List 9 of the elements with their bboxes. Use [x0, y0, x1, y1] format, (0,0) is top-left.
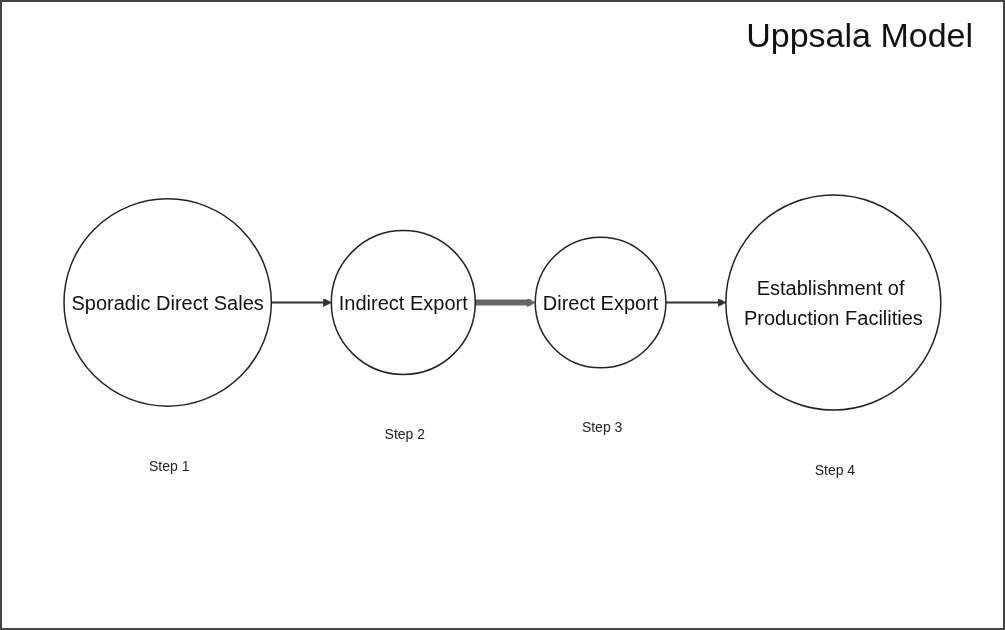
node-circle: Direct Export [534, 235, 667, 369]
node-circle: Sporadic Direct Sales [62, 197, 272, 407]
step-label: Step 4 [814, 461, 856, 478]
step-label: Step 1 [149, 457, 190, 474]
step-label: Step 3 [581, 419, 623, 436]
diagram-title: Uppsala Model [746, 16, 973, 55]
node-circle: Indirect Export [330, 229, 476, 375]
node-circle: Establishment of Production Facilities [724, 193, 942, 411]
step-label: Step 2 [384, 425, 426, 442]
